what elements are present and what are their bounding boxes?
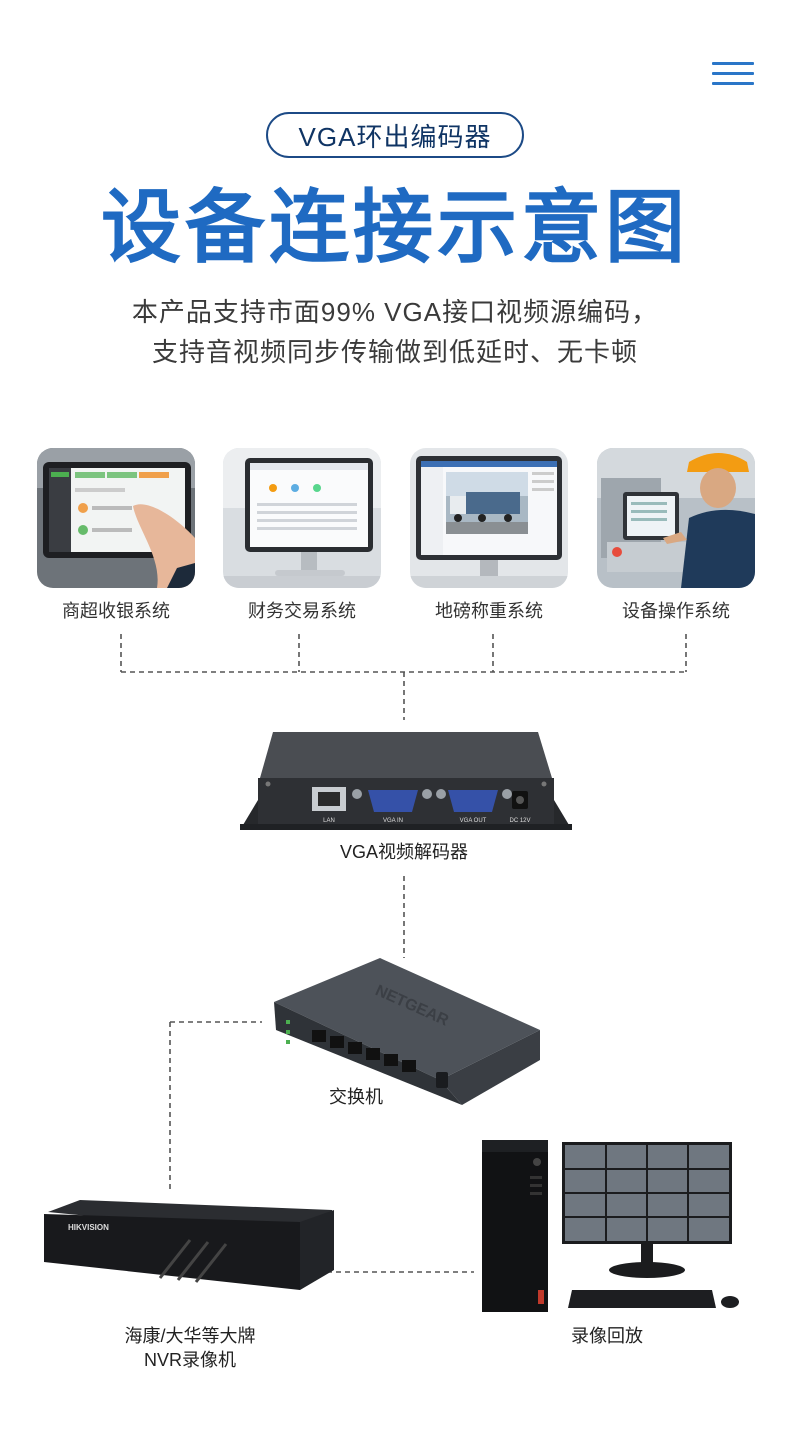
scenario-image-operator — [597, 448, 755, 588]
scenario-label: 财务交易系统 — [248, 601, 356, 621]
menu-icon[interactable] — [712, 62, 754, 88]
scenario-image-finance — [223, 448, 381, 588]
nvr-device: HIKVISION — [44, 1200, 334, 1290]
playback-devices — [482, 1140, 739, 1312]
port-label-dc: DC 12V — [509, 818, 530, 824]
scenario-label: 商超收银系统 — [62, 601, 170, 621]
scenario-label: 设备操作系统 — [622, 601, 730, 621]
scenario-image-cashier — [37, 448, 195, 588]
dashed-connectors — [120, 634, 687, 1273]
scenario-image-weighbridge — [410, 448, 568, 588]
switch-device: NETGEAR — [274, 958, 540, 1105]
nvr-label-line1: 海康/大华等大牌 — [124, 1326, 256, 1346]
decoder-label: VGA视频解码器 — [339, 842, 468, 862]
decoder-device: LAN VGA IN VGA OUT DC 12V — [240, 732, 572, 830]
intro-line-1: 本产品支持市面99% VGA接口视频源编码， — [131, 297, 659, 327]
playback-label: 录像回放 — [571, 1326, 643, 1346]
port-label-lan: LAN — [323, 818, 335, 824]
nvr-label-line2: NVR录像机 — [143, 1350, 236, 1370]
page-title: 设备连接示意图 — [101, 181, 689, 274]
port-label-vga-out: VGA OUT — [460, 818, 487, 824]
product-tag: VGA环出编码器 — [266, 112, 524, 158]
intro-line-2: 支持音视频同步传输做到低延时、无卡顿 — [151, 337, 638, 367]
switch-label: 交换机 — [329, 1087, 383, 1107]
scenario-label: 地磅称重系统 — [435, 601, 543, 621]
nvr-brand: HIKVISION — [68, 1223, 109, 1232]
port-label-vga-in: VGA IN — [383, 818, 403, 824]
